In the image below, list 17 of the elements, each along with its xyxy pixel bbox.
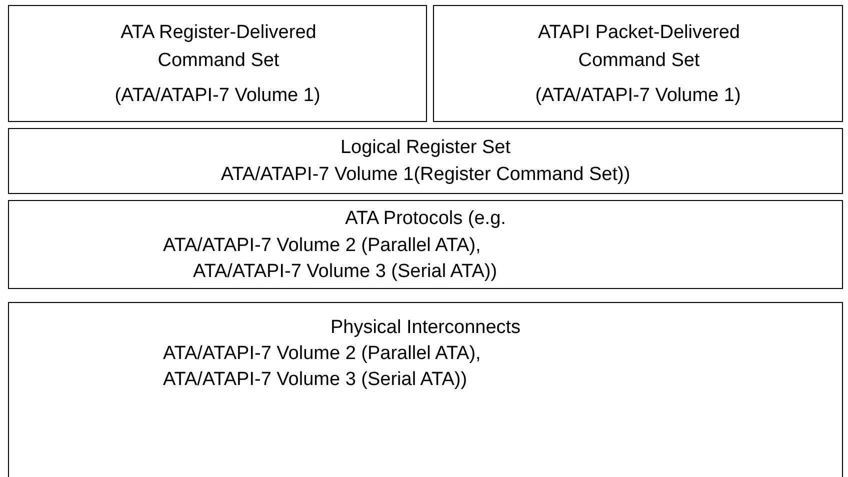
layer-title: ATAPI Packet-Delivered Command Set	[536, 21, 742, 73]
command-set-box	[433, 5, 843, 122]
command-set-box	[8, 5, 427, 122]
interconnect-layer-box	[8, 302, 843, 477]
layer-title: ATA Protocols (e.g.	[345, 207, 506, 231]
layer-title: Logical Register Set	[340, 136, 511, 160]
spec-reference: ATA/ATAPI-7 Volume 3 (Serial ATA))	[163, 368, 468, 392]
spec-reference: ATA/ATAPI-7 Volume 1(Register Command Set))	[220, 163, 630, 187]
layer-title: Physical Interconnects	[330, 316, 521, 340]
layer-title: ATA Register-Delivered Command Set	[120, 21, 318, 73]
spec-reference: (ATA/ATAPI-7 Volume 1)	[535, 84, 741, 108]
register-set-box	[8, 128, 843, 194]
spec-reference: ATA/ATAPI-7 Volume 2 (Parallel ATA),	[163, 234, 481, 258]
spec-reference: (ATA/ATAPI-7 Volume 1)	[114, 84, 320, 108]
protocol-layer-box	[8, 200, 843, 289]
spec-reference: ATA/ATAPI-7 Volume 2 (Parallel ATA),	[163, 342, 481, 366]
spec-reference: ATA/ATAPI-7 Volume 3 (Serial ATA))	[193, 260, 498, 284]
